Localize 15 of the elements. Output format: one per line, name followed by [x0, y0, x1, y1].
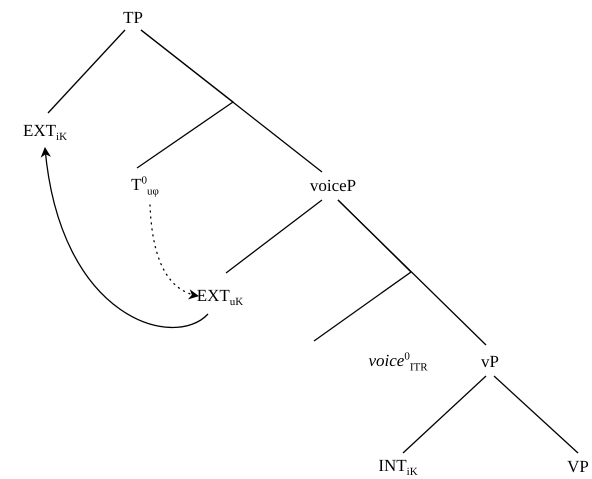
dotted-movement-arrow [149, 204, 199, 299]
tree-node-label: INT$_{iK}$ [378, 456, 418, 478]
tree-node-label: VP [567, 457, 589, 477]
movement-arrow [41, 146, 208, 328]
tree-node-label: vP [481, 352, 499, 372]
tree-branch [140, 29, 322, 173]
tree-node-label: EXT$_{uK}$ [196, 286, 244, 308]
tree-node-label: EXT$_{iK}$ [22, 120, 68, 144]
tree-branch [48, 30, 126, 114]
tree-branch [338, 200, 486, 346]
tree-node-label: TP [123, 8, 143, 28]
tree-branch [494, 376, 578, 454]
tree-node-label: voiceP [310, 176, 356, 196]
tree-branch [226, 199, 322, 274]
tree-branch [402, 376, 486, 454]
